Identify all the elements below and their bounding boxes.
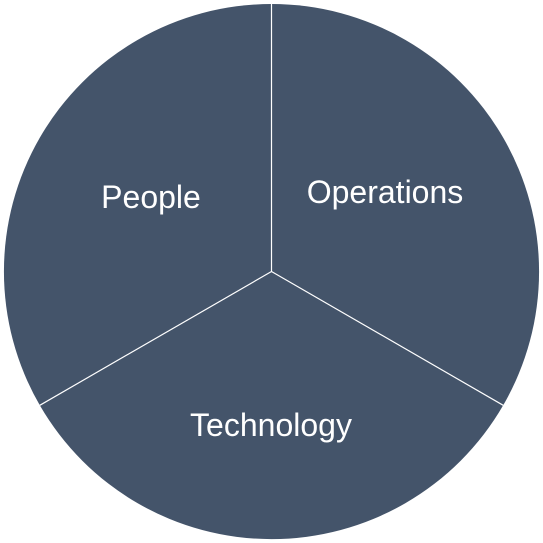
- label-people: People: [101, 179, 201, 215]
- label-technology: Technology: [190, 407, 352, 443]
- segment-operations: [271, 3, 540, 406]
- divider-left: [39, 270, 272, 406]
- segment-people: [3, 3, 272, 406]
- label-operations: Operations: [307, 174, 464, 210]
- divider-right: [271, 270, 504, 406]
